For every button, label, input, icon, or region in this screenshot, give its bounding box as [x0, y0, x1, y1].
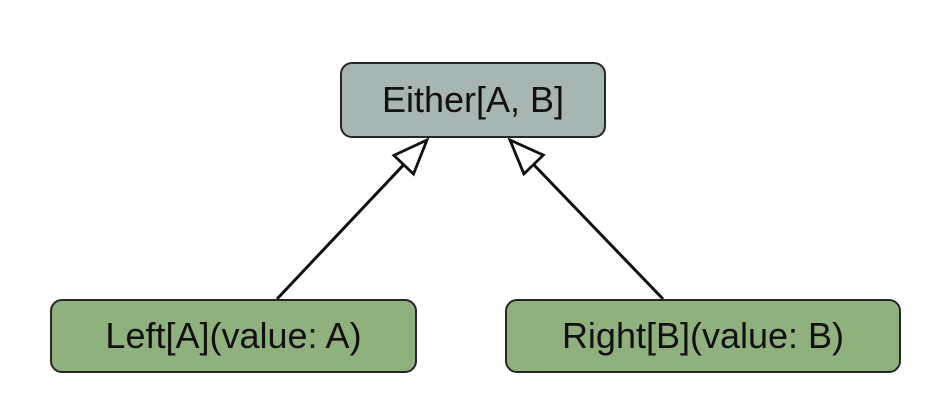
node-left-label: Left[A](value: A): [105, 315, 362, 356]
edge-right-line: [532, 163, 665, 301]
node-right: Right[B](value: B): [505, 299, 901, 373]
node-either: Either[A, B]: [340, 62, 606, 138]
inheritance-arrowhead-icon: [507, 137, 546, 177]
node-left: Left[A](value: A): [50, 299, 417, 373]
edge-left-line: [275, 163, 405, 301]
node-either-label: Either[A, B]: [381, 79, 565, 120]
edge-right-to-either: [507, 137, 665, 301]
edge-left-to-either: [275, 137, 430, 301]
node-right-label: Right[B](value: B): [561, 315, 845, 356]
inheritance-arrowhead-icon: [391, 137, 430, 177]
